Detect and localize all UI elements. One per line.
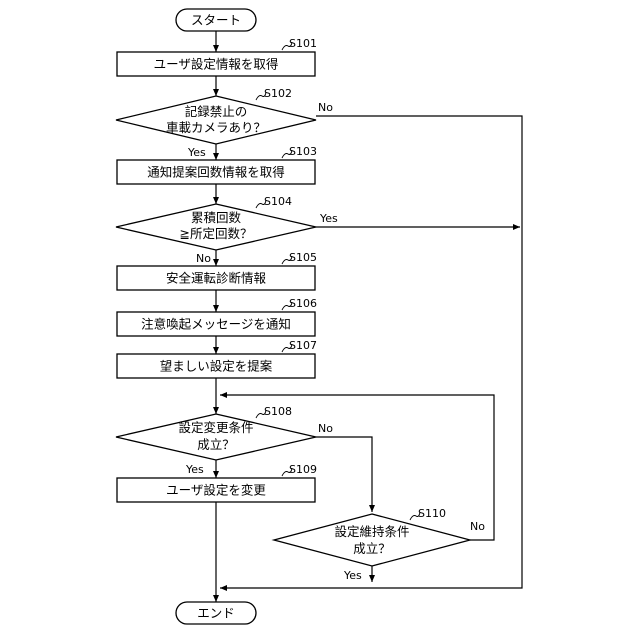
s102-no-label: No [318, 101, 333, 114]
s110-line-2: 成立？ [353, 541, 391, 556]
s109-text: ユーザ設定を変更 [166, 483, 266, 498]
s110-yes-label: Yes [343, 569, 362, 582]
s106-id: S106 [289, 297, 317, 310]
s102-id: S102 [264, 87, 292, 100]
step-s103: 通知提案回数情報を取得 S103 [117, 145, 317, 184]
s104-yes-label: Yes [319, 212, 338, 225]
step-s107: 望ましい設定を提案 S107 [117, 339, 317, 378]
s103-id: S103 [289, 145, 317, 158]
step-s102: 記録禁止の 車載カメラあり？ S102 [116, 87, 316, 144]
s103-text: 通知提案回数情報を取得 [147, 165, 285, 180]
step-s105: 安全運転診断情報 S105 [117, 251, 317, 290]
end-terminal: エンド [176, 602, 256, 624]
s101-id: S101 [289, 37, 317, 50]
s108-yes-label: Yes [185, 463, 204, 476]
step-s110: 設定維持条件 成立？ S110 [274, 507, 470, 566]
s102-line-2: 車載カメラあり？ [166, 120, 266, 135]
s104-id: S104 [264, 195, 292, 208]
step-s109: ユーザ設定を変更 S109 [117, 463, 317, 502]
s107-text: 望ましい設定を提案 [160, 359, 273, 374]
s105-text: 安全運転診断情報 [166, 271, 267, 286]
start-label: スタート [191, 13, 241, 28]
s104-line-1: 累積回数 [191, 210, 242, 225]
s107-id: S107 [289, 339, 317, 352]
s108-line-1: 設定変更条件 [178, 420, 253, 435]
s108-line-2: 成立？ [197, 437, 235, 452]
s105-id: S105 [289, 251, 317, 264]
s108-no-label: No [318, 422, 333, 435]
s110-no-label: No [470, 520, 485, 533]
step-s101: ユーザ設定情報を取得 S101 [117, 37, 317, 76]
s108-id: S108 [264, 405, 292, 418]
start-terminal: スタート [176, 9, 256, 31]
s110-id: S110 [418, 507, 446, 520]
s101-text: ユーザ設定情報を取得 [154, 57, 279, 72]
arrow-s108-no [316, 437, 372, 512]
s104-no-label: No [196, 252, 211, 265]
end-label: エンド [197, 606, 235, 621]
s102-yes-label: Yes [187, 146, 206, 159]
s106-text: 注意喚起メッセージを通知 [141, 317, 291, 332]
step-s106: 注意喚起メッセージを通知 S106 [117, 297, 317, 336]
s104-line-2: ≧所定回数？ [180, 226, 253, 241]
s109-id: S109 [289, 463, 317, 476]
s102-line-1: 記録禁止の [185, 104, 248, 119]
s110-line-1: 設定維持条件 [334, 524, 409, 539]
